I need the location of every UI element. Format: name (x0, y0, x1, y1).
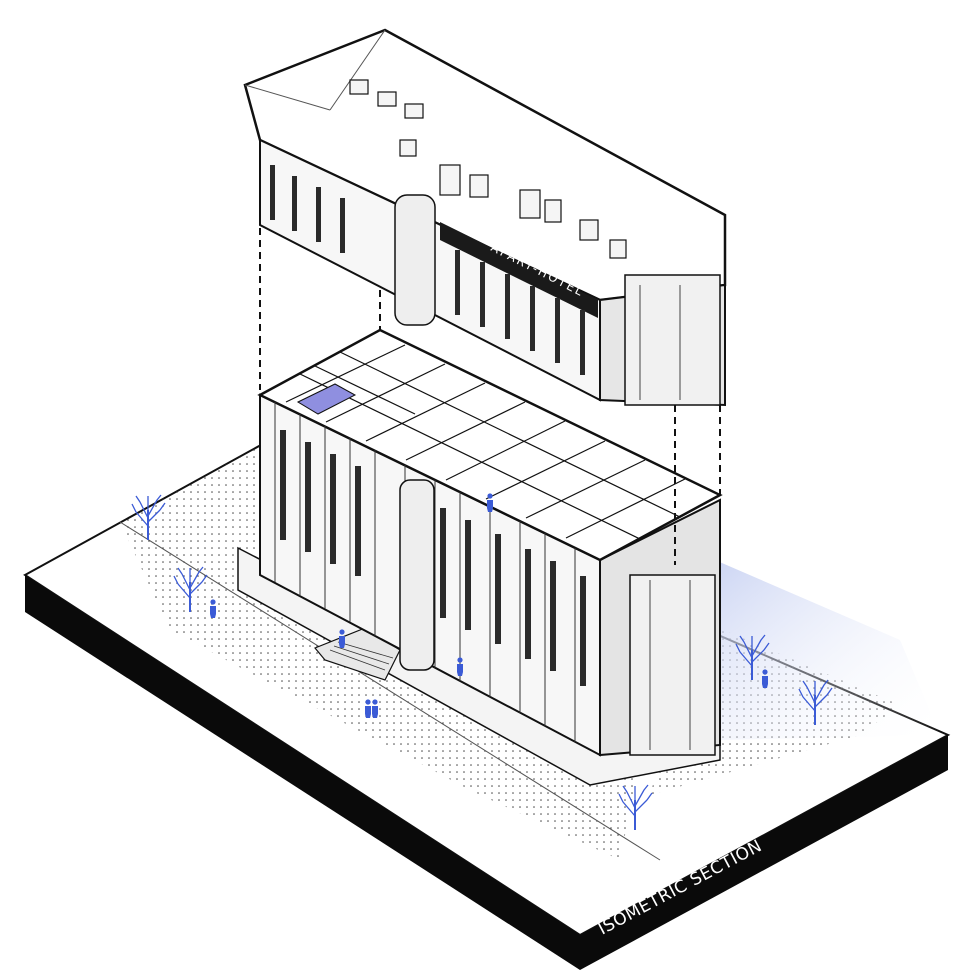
person-icon (487, 493, 493, 512)
sidewalk-front (120, 522, 640, 860)
upper-windows (270, 165, 585, 375)
projection-lines (259, 228, 721, 565)
upper-corner-bay (394, 194, 436, 326)
person-icon (210, 599, 216, 618)
upper-side-tower (624, 274, 721, 406)
room-partitions (285, 344, 686, 540)
hotel-sign-band (440, 222, 598, 318)
person-icon (372, 699, 378, 718)
curb-line (119, 521, 661, 861)
person-icon (365, 699, 371, 718)
roof-structures (349, 79, 627, 259)
upper-block: APART-HOTEL (243, 28, 727, 407)
person-icon (762, 669, 768, 688)
person-icon (339, 629, 345, 648)
highlighted-unit (296, 383, 357, 415)
cast-shadow (715, 560, 940, 740)
base-face-left (25, 575, 580, 970)
base-face-right (580, 735, 948, 970)
facade-windows (280, 430, 586, 686)
person-icon (457, 657, 463, 676)
side-tower (629, 574, 716, 756)
corner-bay (399, 479, 435, 671)
lower-block (237, 328, 723, 786)
